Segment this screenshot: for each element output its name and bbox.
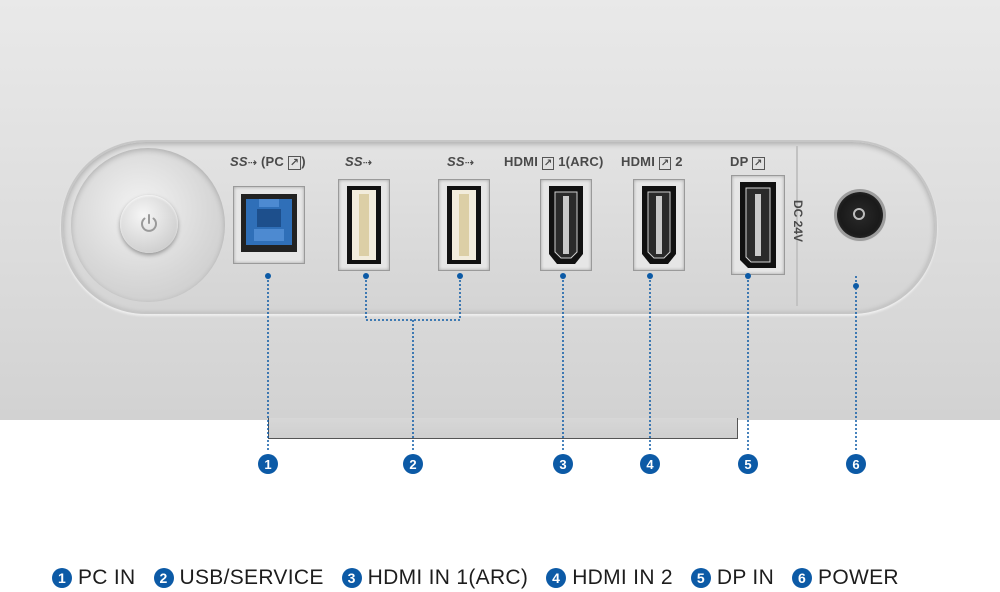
panel-divider <box>796 146 798 306</box>
usb-pc-label: SS⇢ (PC ↗) <box>230 154 306 170</box>
callout-badge-6: 6 <box>846 454 866 474</box>
usb-a-port-2[interactable] <box>438 179 490 271</box>
usb-b-port[interactable] <box>233 186 305 264</box>
hdmi1-label-suffix: 1(ARC) <box>558 154 604 169</box>
power-icon <box>141 214 157 232</box>
legend-label: HDMI IN 1(ARC) <box>367 566 529 589</box>
callout-badge-1: 1 <box>258 454 278 474</box>
port-panel: SS⇢ (PC ↗) SS⇢ SS⇢ HDMI ↗ 1(ARC) HDMI ↗ … <box>61 140 937 314</box>
displayport[interactable] <box>731 175 785 275</box>
usb-a1-label: SS⇢ <box>345 154 373 169</box>
legend-badge: 1 <box>52 568 72 588</box>
superspeed-usb-icon: SS <box>230 154 248 169</box>
dc-power-jack[interactable] <box>837 192 883 238</box>
hdmi-port-2-graphic <box>642 186 676 264</box>
usb-a-port-1-graphic <box>347 186 381 264</box>
legend-item-hdmi-in-2: 4 HDMI IN 2 <box>546 566 673 590</box>
power-button[interactable] <box>120 195 178 253</box>
legend-badge: 6 <box>792 568 813 588</box>
hdmi1-label: HDMI ↗ 1(ARC) <box>504 154 604 170</box>
usb-a-port-2-graphic <box>447 186 481 264</box>
legend-badge: 5 <box>690 568 711 588</box>
hdmi1-label-text: HDMI <box>504 154 539 169</box>
port-legend: 1 PC IN 2 USB/SERVICE 3 HDMI IN 1(ARC) 4… <box>52 566 899 590</box>
usb-a-port-1[interactable] <box>338 179 390 271</box>
hdmi2-label: HDMI ↗ 2 <box>621 154 683 170</box>
legend-item-dp-in: 5 DP IN <box>690 566 775 590</box>
hdmi2-label-suffix: 2 <box>675 154 683 169</box>
callout-badge-5: 5 <box>738 454 758 474</box>
displayport-graphic <box>740 182 776 268</box>
input-arrow-icon: ↗ <box>541 157 555 170</box>
monitor-back-panel: SS⇢ (PC ↗) SS⇢ SS⇢ HDMI ↗ 1(ARC) HDMI ↗ … <box>0 0 1000 420</box>
legend-label: DP IN <box>716 566 775 589</box>
superspeed-usb-icon: SS <box>447 154 465 169</box>
legend-label: USB/SERVICE <box>179 566 324 589</box>
superspeed-usb-icon: SS <box>345 154 363 169</box>
hdmi-port-1-graphic <box>549 186 583 264</box>
hdmi-port-2[interactable] <box>633 179 685 271</box>
legend-badge: 2 <box>153 568 174 588</box>
input-arrow-icon: ↗ <box>752 157 765 170</box>
dp-label-text: DP <box>730 154 749 169</box>
callout-badge-3: 3 <box>553 454 573 474</box>
usb-pc-label-text: (PC <box>260 154 284 169</box>
legend-item-pc-in: 1 PC IN <box>52 566 136 590</box>
dp-label: DP ↗ <box>730 154 765 170</box>
legend-item-hdmi-in-1: 3 HDMI IN 1(ARC) <box>341 566 529 590</box>
stand-slot <box>268 418 738 439</box>
callout-badge-2: 2 <box>403 454 423 474</box>
usb-b-port-graphic <box>241 194 297 252</box>
legend-item-power: 6 POWER <box>792 566 899 590</box>
callout-badge-4: 4 <box>640 454 660 474</box>
legend-badge: 3 <box>341 568 362 588</box>
input-arrow-icon: ↗ <box>287 156 302 170</box>
legend-item-usb-service: 2 USB/SERVICE <box>153 566 324 590</box>
dc-label: DC 24V <box>791 200 805 243</box>
power-button-well <box>71 148 225 302</box>
legend-label: HDMI IN 2 <box>572 566 673 589</box>
hdmi-port-1[interactable] <box>540 179 592 271</box>
legend-label: PC IN <box>78 566 136 589</box>
hdmi2-label-text: HDMI <box>621 154 656 169</box>
usb-a2-label: SS⇢ <box>447 154 475 169</box>
input-arrow-icon: ↗ <box>658 157 672 170</box>
legend-label: POWER <box>818 566 899 589</box>
legend-badge: 4 <box>546 568 567 588</box>
